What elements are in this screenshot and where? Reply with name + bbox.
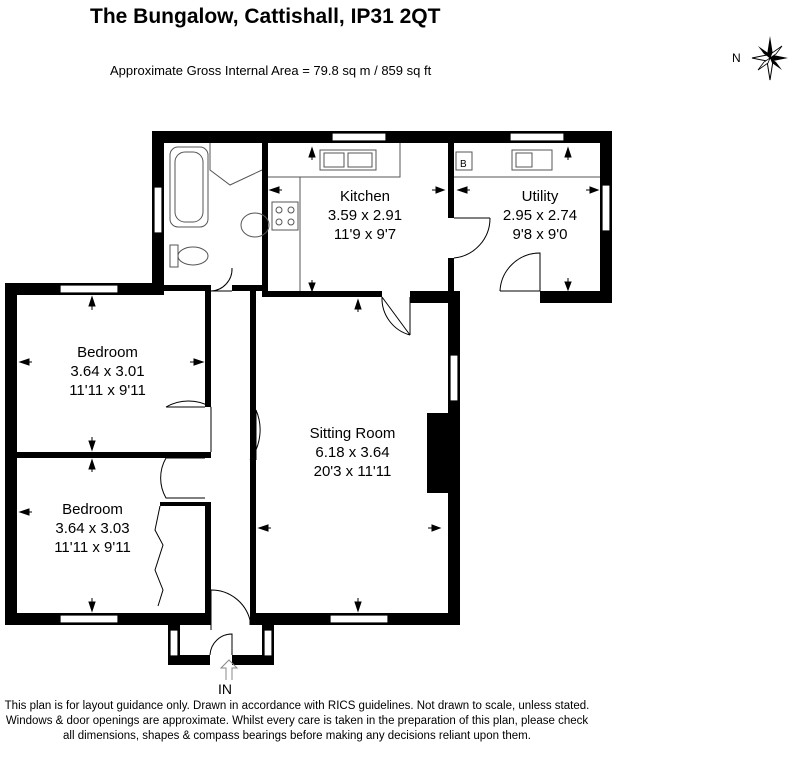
room-metric: 3.64 x 3.03 xyxy=(55,520,130,537)
room-name: Bedroom xyxy=(62,501,123,518)
entry-arrow-icon xyxy=(219,659,239,680)
gross-internal-area: Approximate Gross Internal Area = 79.8 s… xyxy=(110,63,432,78)
room-bedroom-2: Bedroom 3.64 x 3.03 11'11 x 9'11 xyxy=(25,500,160,557)
room-utility: Utility 2.95 x 2.74 9'8 x 9'0 xyxy=(480,187,600,244)
windows xyxy=(59,132,611,657)
disclaimer: This plan is for layout guidance only. D… xyxy=(4,700,590,742)
room-name: Bedroom xyxy=(77,344,138,361)
room-imperial: 9'8 x 9'0 xyxy=(512,226,568,243)
compass: N xyxy=(730,33,792,83)
dimension-arrows xyxy=(18,146,600,613)
room-metric: 3.59 x 2.91 xyxy=(327,207,403,224)
compass-rose-icon xyxy=(751,36,788,81)
room-imperial: 11'11 x 9'11 xyxy=(69,382,146,399)
room-name: Utility xyxy=(521,188,559,205)
room-name: Sitting Room xyxy=(309,425,396,442)
compass-north-label: N xyxy=(732,51,741,65)
room-metric: 2.95 x 2.74 xyxy=(502,207,578,224)
fixtures xyxy=(169,143,600,291)
room-metric: 6.18 x 3.64 xyxy=(315,444,390,461)
interior-walls xyxy=(17,143,454,625)
boiler-label: B xyxy=(460,159,467,170)
doors xyxy=(154,217,541,656)
room-kitchen: Kitchen 3.59 x 2.91 11'9 x 9'7 xyxy=(300,187,430,244)
room-imperial: 11'11 x 9'11 xyxy=(54,539,131,556)
room-imperial: 11'9 x 9'7 xyxy=(333,226,397,243)
room-metric: 3.64 x 3.01 xyxy=(70,363,145,380)
room-sitting-room: Sitting Room 6.18 x 3.64 20'3 x 11'11 xyxy=(285,424,420,481)
room-name: Kitchen xyxy=(339,188,391,205)
plan-title: The Bungalow, Cattishall, IP31 2QT xyxy=(90,5,441,28)
room-bedroom-1: Bedroom 3.64 x 3.01 11'11 x 9'11 xyxy=(40,343,175,400)
room-imperial: 20'3 x 11'11 xyxy=(313,463,392,480)
entry-label: IN xyxy=(218,681,232,697)
